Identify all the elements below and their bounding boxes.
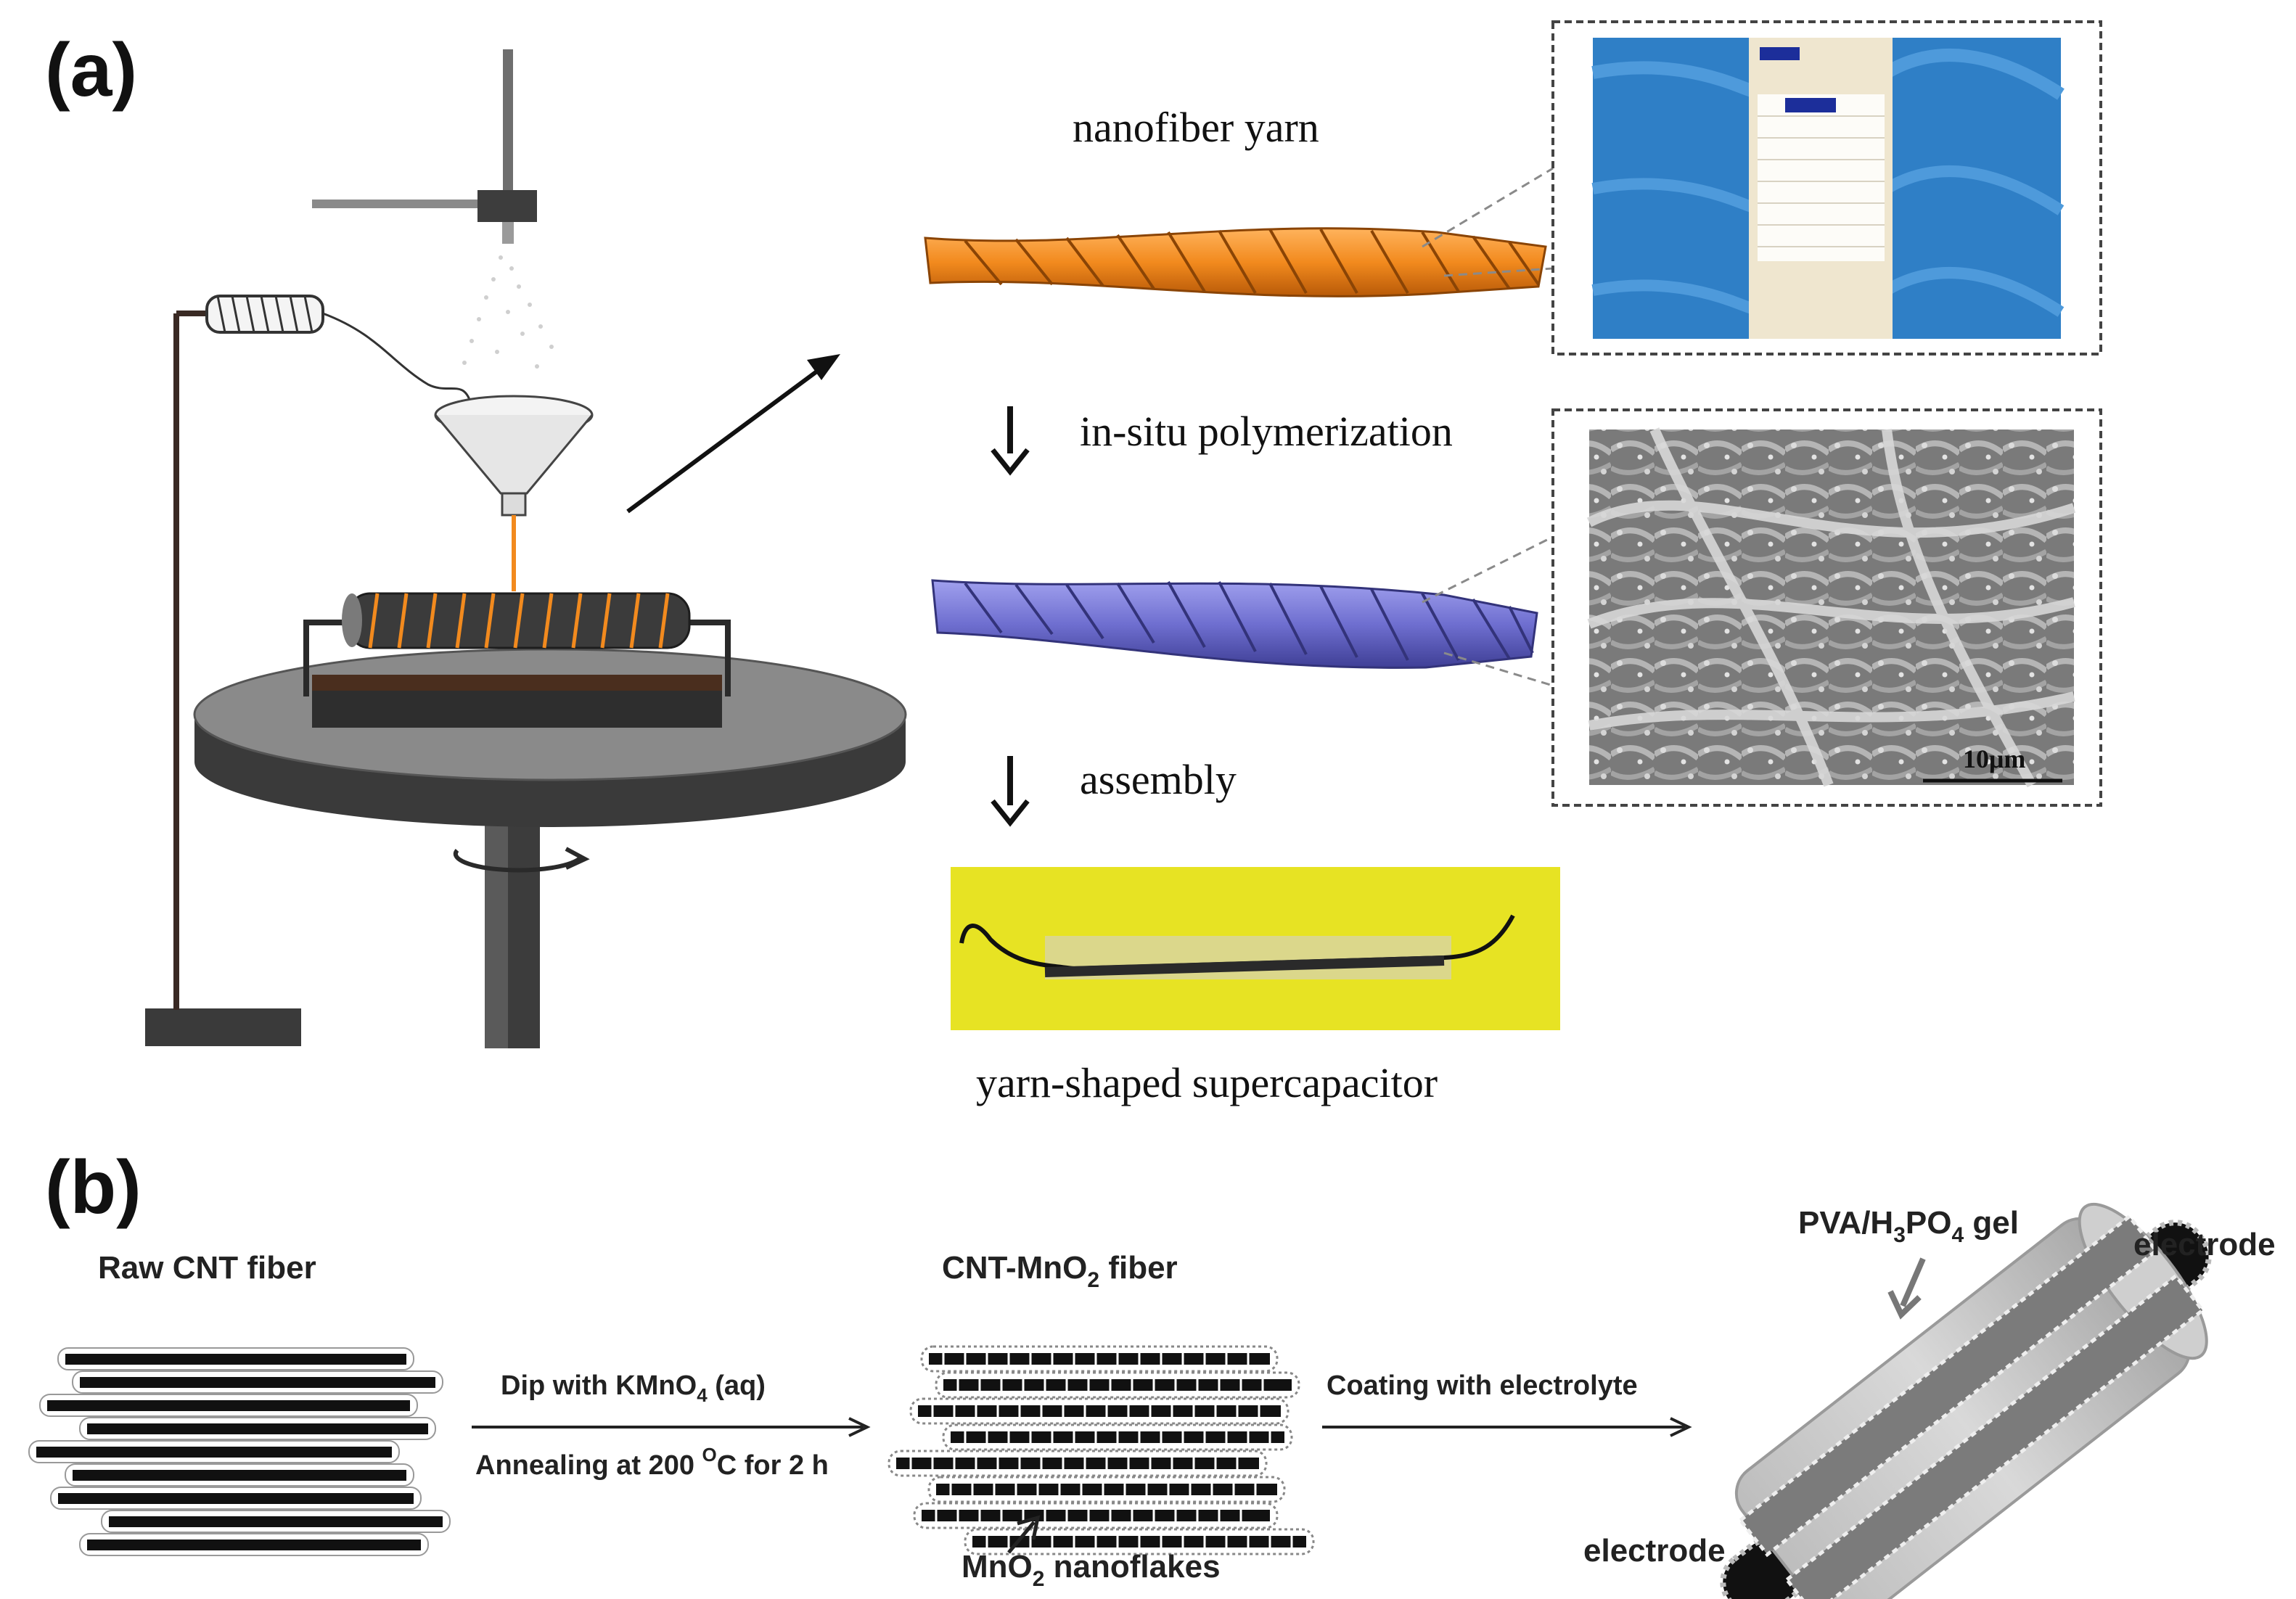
collector-roller [303,592,731,728]
down-arrow-icon [991,756,1030,827]
process-arrow [626,354,840,514]
yarn-supercapacitor-device [1720,1202,2212,1599]
step1-line1: Dip with KMnO4 (aq) [501,1370,766,1406]
wire [322,312,473,407]
stand-base [145,1008,301,1046]
label-nanofiber-yarn: nanofiber yarn [1073,104,1319,151]
down-arrow-icon [991,406,1030,476]
cnt-mno2-bundle [887,1345,1315,1555]
orange-nanofiber-yarn [924,227,1547,297]
purple-polymer-yarn [931,579,1538,669]
electrospinning-apparatus [145,49,907,1048]
step1-line2: Annealing at 200 OC for 2 h [475,1444,829,1481]
photo-supercapacitor [951,867,1560,1030]
label-pva-gel: PVA/H3PO4 gel [1798,1205,2019,1247]
label-mno2-nanoflakes: MnO2 nanoflakes [962,1549,1221,1591]
label-yarn-shaped-supercapacitor: yarn-shaped supercapacitor [976,1059,1438,1106]
spinneret-icon [312,49,537,244]
label-in-situ-polymerization: in-situ polymerization [1080,408,1453,455]
zoom-leader-lines [1422,167,1554,687]
raw-cnt-bundle [28,1347,451,1556]
step2-text: Coating with electrolyte [1327,1370,1638,1401]
panel-b-label: (b) [45,1146,142,1230]
spray [462,255,554,369]
photo-yarn-spool [1551,20,2102,355]
nanoflakes-pointer [1007,1515,1041,1554]
panel-a-label: (a) [45,28,137,112]
sem-image: 10μm [1551,408,2102,807]
funnel-icon [434,395,594,517]
label-assembly: assembly [1080,756,1237,803]
spring-coil-icon [205,295,324,334]
sem-scale-label: 10μm [1963,744,2025,773]
label-raw-cnt-fiber: Raw CNT fiber [98,1250,316,1286]
label-electrode-top: electrode [2133,1227,2276,1262]
label-cnt-mno2-fiber: CNT-MnO2 fiber [942,1250,1178,1292]
label-electrode-bottom: electrode [1583,1533,1726,1569]
